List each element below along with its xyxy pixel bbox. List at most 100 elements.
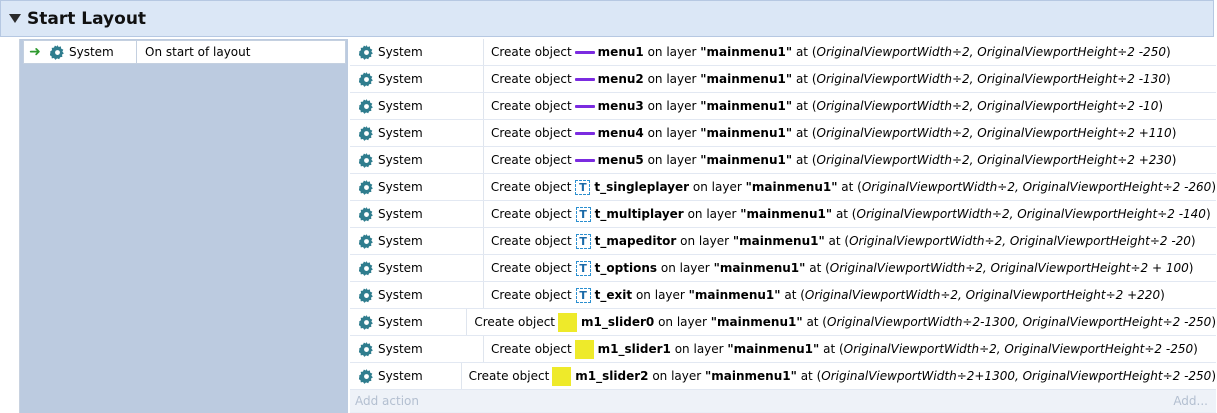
action-object: System (350, 93, 484, 119)
action-object: System (350, 363, 462, 389)
layer-name: "mainmenu1" (710, 315, 803, 329)
position-args: OriginalViewportWidth÷2, OriginalViewpor… (856, 207, 1206, 221)
text-object-icon: T (575, 179, 591, 195)
close-paren: ) (1211, 369, 1216, 383)
action-verb: Create object (491, 288, 572, 302)
position-args: OriginalViewportWidth÷2, OriginalViewpor… (861, 180, 1212, 194)
close-paren: ) (1188, 261, 1194, 275)
conditions-column[interactable]: ➜ System On start of layout (20, 39, 348, 413)
position-args: OriginalViewportWidth÷2-1300, OriginalVi… (827, 315, 1212, 329)
collapse-arrow-icon[interactable] (9, 14, 21, 23)
action-object-label: System (378, 72, 423, 86)
action-verb: Create object (468, 369, 550, 383)
layer-name: "mainmenu1" (732, 234, 825, 248)
object-name: t_mapeditor (594, 234, 677, 248)
layer-prefix: on layer (647, 72, 697, 86)
at-label: at ( (795, 72, 817, 86)
action-object: System (350, 255, 484, 281)
object-name: m1_slider2 (575, 369, 649, 383)
close-paren: ) (1165, 45, 1171, 59)
action-object: System (350, 66, 484, 92)
at-label: at ( (795, 99, 817, 113)
line-object-icon (574, 50, 595, 54)
layer-name: "mainmenu1" (700, 126, 793, 140)
object-name: t_singleplayer (594, 180, 690, 194)
action-object: System (350, 309, 468, 335)
action-verb: Create object (491, 234, 572, 248)
close-paren: ) (1190, 234, 1196, 248)
layer-prefix: on layer (674, 342, 724, 356)
action-object: System (350, 228, 484, 254)
layer-prefix: on layer (687, 207, 737, 221)
gear-icon (359, 206, 374, 222)
action-verb: Create object (491, 342, 572, 356)
object-name: t_exit (594, 288, 633, 302)
add-action-row[interactable]: Add action Add... (350, 390, 1216, 412)
condition-row[interactable]: ➜ System On start of layout (23, 40, 346, 64)
object-name: m1_slider0 (581, 315, 655, 329)
action-object-label: System (378, 99, 423, 113)
action-verb: Create object (490, 180, 572, 194)
object-name: t_multiplayer (594, 207, 684, 221)
line-object-icon (574, 158, 595, 162)
close-paren: ) (1160, 288, 1165, 302)
position-args: OriginalViewportWidth÷2, OriginalViewpor… (816, 72, 1166, 86)
close-paren: ) (1205, 207, 1211, 221)
gear-icon (359, 287, 374, 303)
at-label: at ( (809, 261, 830, 275)
layer-name: "mainmenu1" (745, 180, 838, 194)
action-verb: Create object (474, 315, 556, 329)
add-action-link[interactable]: Add action (355, 394, 419, 408)
layer-name: "mainmenu1" (740, 207, 833, 221)
layer-name: "mainmenu1" (727, 342, 820, 356)
group-header[interactable]: Start Layout (0, 0, 1214, 37)
layer-prefix: on layer (652, 369, 702, 383)
add-link[interactable]: Add... (1173, 394, 1208, 408)
close-paren: ) (1165, 72, 1171, 86)
at-label: at ( (795, 45, 817, 59)
group-title: Start Layout (27, 8, 147, 29)
condition-object-label: System (69, 45, 114, 59)
action-verb: Create object (491, 126, 572, 140)
at-label: at ( (841, 180, 862, 194)
position-args: OriginalViewportWidth÷2, OriginalViewpor… (829, 261, 1189, 275)
layer-prefix: on layer (647, 153, 697, 167)
action-object-label: System (378, 288, 423, 302)
action-object: System (350, 120, 484, 146)
text-object-icon: T (575, 233, 591, 249)
close-paren: ) (1171, 153, 1177, 167)
condition-text: On start of layout (145, 45, 251, 59)
action-object-label: System (378, 342, 423, 356)
layer-prefix: on layer (660, 261, 710, 275)
position-args: OriginalViewportWidth÷2, OriginalViewpor… (804, 288, 1161, 302)
sprite-object-icon (552, 366, 572, 386)
